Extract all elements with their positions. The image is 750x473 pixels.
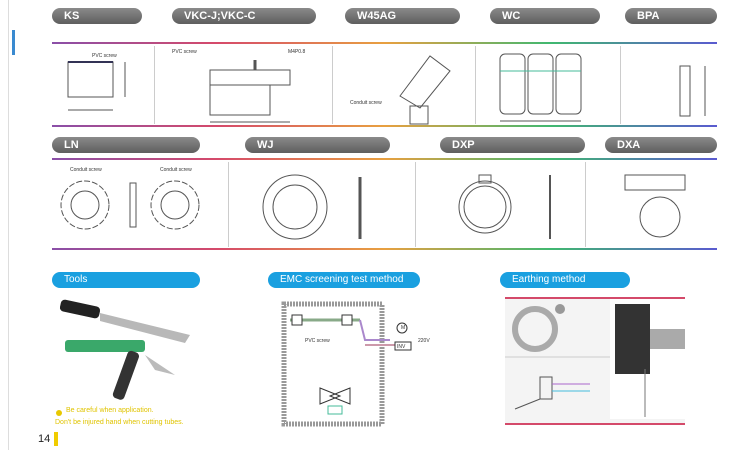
left-blue-edge (12, 30, 15, 55)
label-pitch-screw: PVC screw (92, 53, 117, 59)
emc-voltage: 220V (418, 338, 430, 344)
pill-emc: EMC screening test method (268, 272, 420, 288)
divider (585, 162, 586, 247)
note-line-1: Be careful when application. (66, 407, 154, 414)
pill-vkc: VKC-J;VKC-C (172, 8, 316, 24)
pill-earthing: Earthing method (500, 272, 630, 288)
pill-dxa: DXA (605, 137, 717, 153)
emc-inv: INV (397, 344, 406, 350)
divider (620, 46, 621, 124)
earthing-photos (505, 299, 685, 419)
page-number: 14 (38, 433, 51, 445)
label-conduit-screw: Conduit screw (350, 100, 382, 106)
bpa-drawing (679, 65, 706, 117)
rule (52, 42, 717, 44)
vkc-drawing (209, 60, 291, 123)
rule (52, 158, 717, 160)
note-bullet-icon (56, 410, 62, 416)
label-m4: M4P0.8 (288, 49, 306, 55)
divider (332, 46, 333, 124)
dxp-drawing (458, 174, 551, 239)
ln-drawing (60, 180, 200, 230)
ks-drawing (67, 61, 126, 111)
pill-ks: KS (52, 8, 142, 24)
w45ag-drawing (399, 55, 451, 125)
pill-dxp: DXP (440, 137, 585, 153)
note-line-2: Don't be injured hand when cutting tubes… (55, 419, 184, 426)
left-gutter (8, 0, 9, 450)
dxa-drawing (624, 174, 686, 238)
emc-label-pitch: PVC screw (305, 338, 330, 344)
divider (154, 46, 155, 124)
rule (52, 125, 717, 127)
emc-diagram (281, 301, 412, 427)
divider (475, 46, 476, 124)
pill-ln: LN (52, 137, 200, 153)
wc-drawing (499, 53, 582, 122)
pill-tools: Tools (52, 272, 200, 288)
tools-photo (59, 299, 190, 400)
pill-wc: WC (490, 8, 600, 24)
divider (415, 162, 416, 247)
pill-wj: WJ (245, 137, 390, 153)
label-conduit-screw-ln1: Conduit screw (70, 167, 102, 173)
label-conduit-screw-ln2: Conduit screw (160, 167, 192, 173)
divider (228, 162, 229, 247)
pill-w45ag: W45AG (345, 8, 460, 24)
wj-drawing (262, 174, 362, 240)
label-pitch-screw-2: PVC screw (172, 49, 197, 55)
rule (52, 248, 717, 250)
page-number-marker (54, 432, 58, 446)
emc-meter: M (401, 325, 406, 331)
pill-bpa: BPA (625, 8, 717, 24)
